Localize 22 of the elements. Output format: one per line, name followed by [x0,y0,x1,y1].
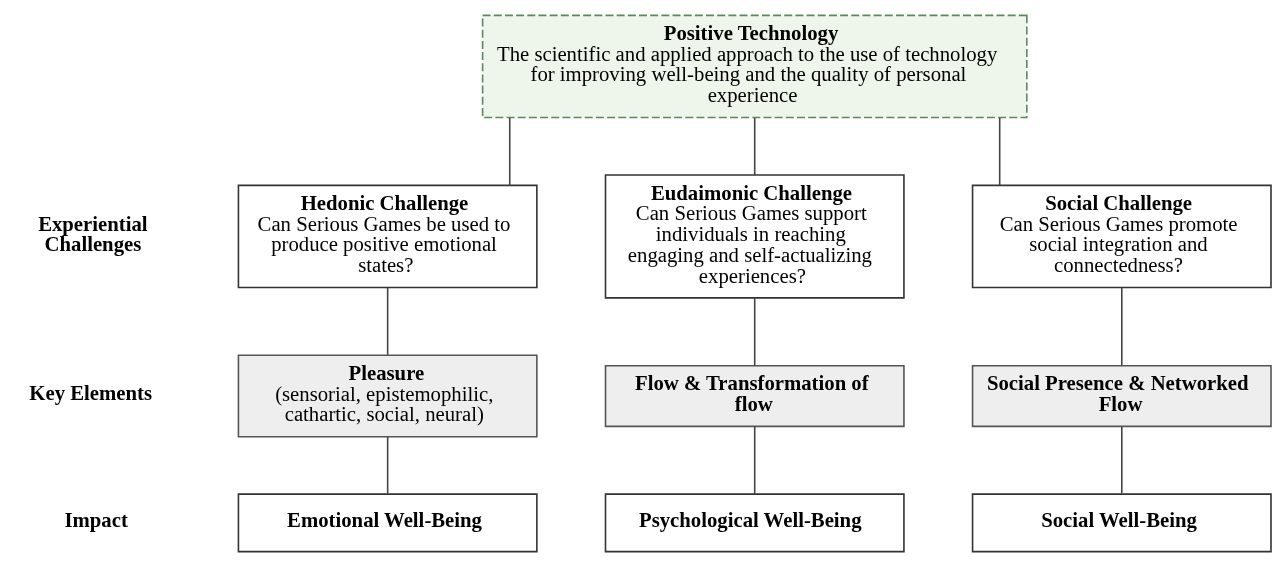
node-box: Flow & Transformation of flow [604,364,905,427]
connector [508,116,511,186]
connector [1121,286,1123,366]
node-box: Social Presence & Networked Flow [971,364,1272,427]
node-box: Social Well-Being [971,492,1272,552]
connector [753,425,756,495]
node-box: Psychological Well-Being [604,492,905,552]
connector [1121,425,1123,495]
connector [386,286,389,356]
node-box: Social Challenge Can Serious Games promote social integration and connectedness? [971,184,1272,288]
connector [998,116,1001,186]
node-box: Eudaimonic Challenge Can Serious Games support individuals in reaching engaging and self-actualizing experiences? [604,173,905,299]
node-box: Emotional Well-Being [237,492,538,552]
connector [753,116,756,176]
node-box: Pleasure (sensorial, epistemophilic, cathartic, social, neural) [237,354,538,437]
connector [753,296,756,366]
node-box: Positive Technology The scientific and applied approach to the use of technology for improving well-being and the quality of personal experience [481,14,1028,118]
label: Key Elements [29,381,153,404]
node-box: Hedonic Challenge Can Serious Games be used to produce positive emotional states? [237,184,538,288]
label: Experiential Challenges [38,212,148,255]
connector [386,435,389,495]
label: Impact [64,508,128,531]
